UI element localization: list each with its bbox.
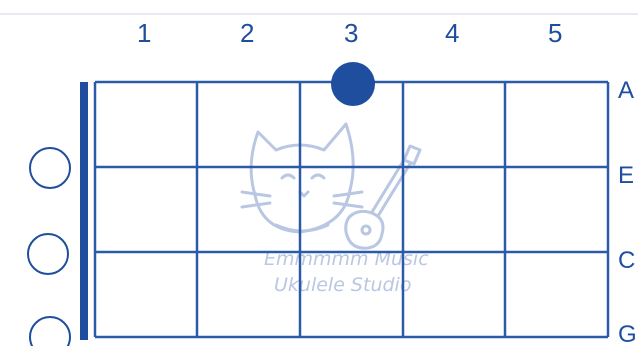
fretboard-grid [95, 82, 608, 337]
nut-bar [80, 82, 88, 340]
open-string-marker-g [30, 317, 70, 346]
finger-dot-a-fret-3 [331, 62, 375, 106]
fret-number-3: 3 [344, 18, 358, 48]
watermark-line-2: Ukulele Studio [274, 274, 411, 296]
fret-number-4: 4 [445, 18, 459, 48]
open-string-marker-e [30, 148, 70, 188]
string-label-g: G [618, 321, 637, 346]
fret-number-2: 2 [240, 18, 254, 48]
string-label-e: E [618, 162, 634, 189]
open-string-marker-c [28, 234, 68, 274]
string-label-a: A [618, 77, 634, 104]
fret-number-5: 5 [548, 18, 562, 48]
string-label-c: C [618, 247, 635, 274]
watermark-logo [242, 124, 420, 248]
fret-number-1: 1 [137, 18, 151, 48]
